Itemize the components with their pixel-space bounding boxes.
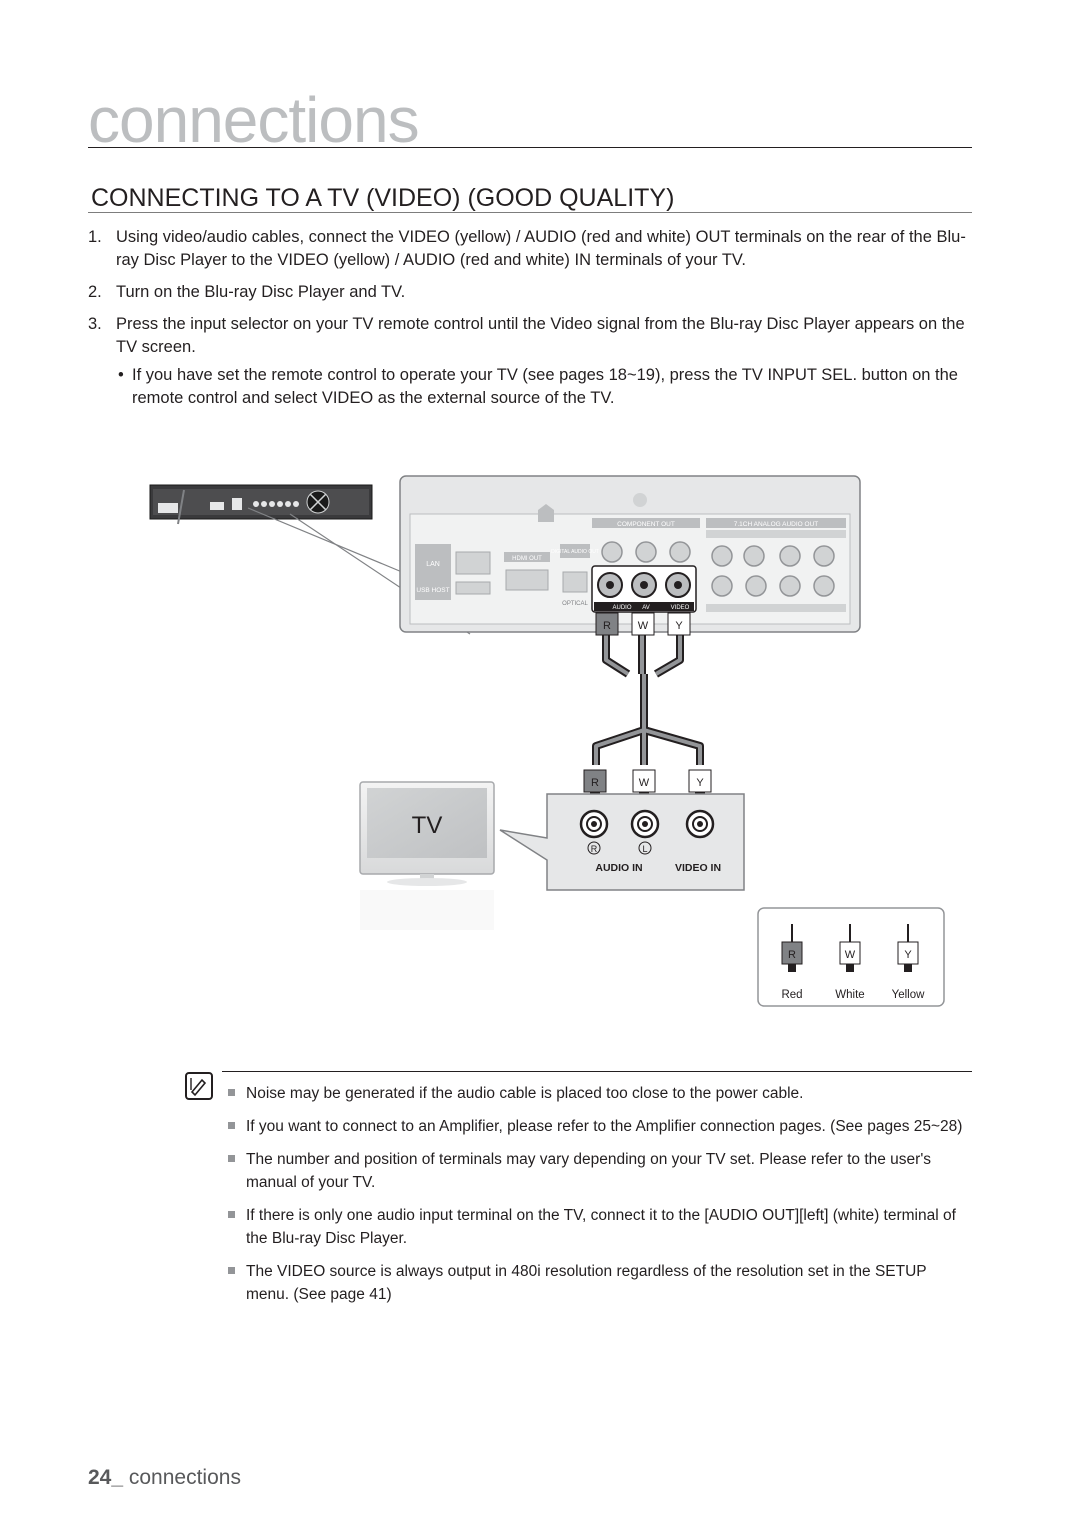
plug-label-r-bottom: R <box>591 777 599 789</box>
note-item: Noise may be generated if the audio cabl… <box>222 1082 972 1105</box>
step-3-bullet: • If you have set the remote control to … <box>118 366 958 407</box>
note-icon <box>185 1072 213 1100</box>
section-divider <box>88 212 972 213</box>
audio-label: AUDIO <box>612 605 631 611</box>
square-bullet-icon <box>228 1122 235 1129</box>
video-label: VIDEO <box>671 605 690 611</box>
tv-input-panel: R L AUDIO IN VIDEO IN <box>499 793 745 891</box>
step-2: 2. Turn on the Blu-ray Disc Player and T… <box>88 281 974 304</box>
notes-divider <box>222 1071 972 1072</box>
step-number: 3. <box>88 315 102 333</box>
audio-in-label: AUDIO IN <box>595 862 642 874</box>
step-3: 3. Press the input selector on your TV r… <box>88 315 965 356</box>
page-footer: 24_ connections <box>88 1466 241 1490</box>
tv-set: TV <box>359 781 495 930</box>
bold-term: VIDEO (yellow) / AUDIO (red and white) O… <box>398 228 731 246</box>
footer-chapter: connections <box>123 1466 241 1489</box>
tv-l-label: L <box>642 844 647 854</box>
bold-term: TV INPUT SEL. <box>741 366 858 384</box>
square-bullet-icon <box>228 1211 235 1218</box>
tv-r-label: R <box>591 844 598 854</box>
bluray-player-device <box>149 484 373 525</box>
legend-name-white: White <box>835 989 864 1001</box>
square-bullet-icon <box>228 1155 235 1162</box>
video-in-label: VIDEO IN <box>675 862 721 874</box>
lan-label: LAN <box>426 561 440 568</box>
legend-name-yellow: Yellow <box>892 989 926 1001</box>
plug-label-y-bottom: Y <box>696 777 704 789</box>
section-title: CONNECTING TO A TV (VIDEO) (GOOD QUALITY… <box>91 184 675 212</box>
cable-bundle <box>592 635 704 765</box>
bold-term: VIDEO (yellow) / AUDIO (red and white) I… <box>277 251 591 269</box>
square-bullet-icon <box>228 1089 235 1096</box>
notes-list: Noise may be generated if the audio cabl… <box>222 1082 972 1316</box>
square-bullet-icon <box>228 1267 235 1274</box>
step-number: 1. <box>88 228 102 246</box>
plug-label-w-bottom: W <box>639 777 650 789</box>
av-label: AV <box>642 605 650 611</box>
note-item: The VIDEO source is always output in 480… <box>222 1260 972 1306</box>
chapter-divider <box>88 147 972 148</box>
player-rear-panel: LAN USB HOST HDMI OUT DIGITAL AUDIO OUT … <box>399 475 861 633</box>
legend-letter-r: R <box>788 949 796 961</box>
digital-audio-out-label: DIGITAL AUDIO OUT <box>551 549 599 555</box>
note-item: If there is only one audio input termina… <box>222 1204 972 1250</box>
usb-host-label: USB HOST <box>416 587 449 594</box>
hdmi-out-label: HDMI OUT <box>512 556 542 562</box>
tv-side-plugs: R W Y <box>583 769 712 800</box>
plug-label-y: Y <box>675 620 683 632</box>
legend-letter-w: W <box>845 949 856 961</box>
legend-name-red: Red <box>781 989 802 1001</box>
step-1: 1. Using video/audio cables, connect the… <box>88 228 966 269</box>
tv-label: TV <box>412 812 443 839</box>
note-item: If you want to connect to an Amplifier, … <box>222 1115 972 1138</box>
instruction-steps: 1. Using video/audio cables, connect the… <box>88 226 974 410</box>
legend-letter-y: Y <box>904 949 912 961</box>
plug-label-w: W <box>638 620 649 632</box>
analog-audio-out-label: 7.1CH ANALOG AUDIO OUT <box>734 521 819 528</box>
plug-label-r: R <box>603 620 611 632</box>
component-out-label: COMPONENT OUT <box>617 521 675 528</box>
cable-color-legend: R W Y Red White Yellow <box>757 907 945 1007</box>
page-number: 24_ <box>88 1466 124 1489</box>
connection-diagram: LAN USB HOST HDMI OUT DIGITAL AUDIO OUT … <box>149 475 945 1007</box>
optical-label: OPTICAL <box>562 601 588 607</box>
note-item: The number and position of terminals may… <box>222 1148 972 1194</box>
step-number: 2. <box>88 283 102 301</box>
player-side-plugs: R W Y <box>595 612 691 636</box>
chapter-title: connections <box>88 84 420 156</box>
